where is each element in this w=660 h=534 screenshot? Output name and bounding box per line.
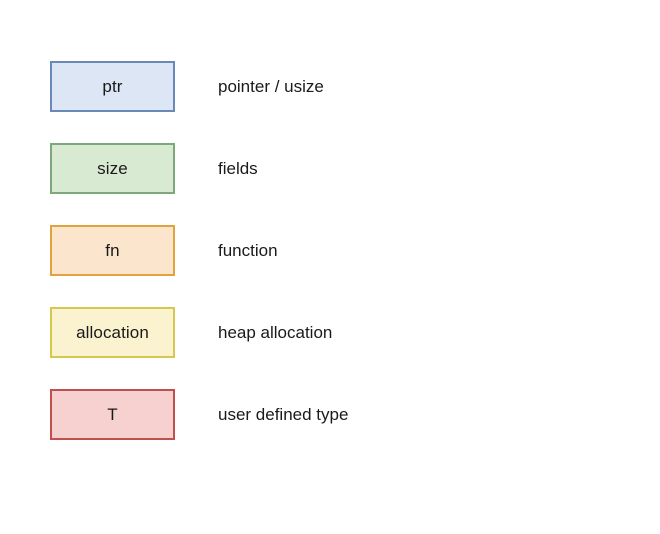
legend-description: user defined type [218,405,349,424]
legend-swatch-label: ptr [102,77,123,96]
legend-swatch-ptr: ptr [50,61,175,112]
legend-swatch-size: size [50,143,175,194]
legend-description: function [218,241,278,260]
legend-swatch-label: allocation [76,323,149,342]
legend-row: allocation heap allocation [50,307,332,358]
legend-row: ptr pointer / usize [50,61,324,112]
legend-swatch-user-type: T [50,389,175,440]
legend-description: pointer / usize [218,77,324,96]
legend-swatch-fn: fn [50,225,175,276]
legend-row: size fields [50,143,258,194]
legend-row: fn function [50,225,278,276]
legend-swatch-label: T [107,405,118,424]
legend-swatch-allocation: allocation [50,307,175,358]
legend-description: heap allocation [218,323,333,342]
legend-swatch-label: fn [105,241,120,260]
legend-swatch-label: size [97,159,128,178]
legend-description: fields [218,159,258,178]
